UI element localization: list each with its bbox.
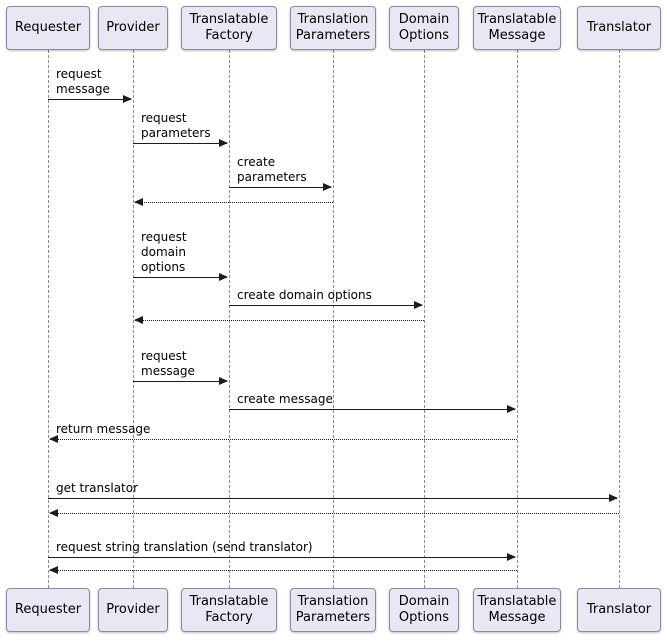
- message-arrowhead-request-domain-options: [219, 273, 228, 281]
- message-arrowhead-return-parameters: [134, 198, 143, 206]
- message-arrowhead-create-parameters: [323, 183, 332, 191]
- participant-label: Translation Parameters: [295, 12, 371, 43]
- message-line-create-parameters: [229, 187, 331, 188]
- message-line-return-string-translation: [50, 570, 517, 571]
- participant-label: Provider: [106, 20, 160, 35]
- participant-top-translatable-message: Translatable Message: [473, 6, 561, 50]
- message-label-line: request string translation (send transla…: [56, 540, 313, 554]
- message-label-return-message: return message: [56, 422, 150, 437]
- message-line-return-translator: [50, 513, 619, 514]
- participant-top-provider: Provider: [98, 6, 168, 50]
- message-line-create-domain-options: [229, 305, 422, 306]
- message-line-request-string-translation: [48, 557, 515, 558]
- message-arrowhead-return-translator: [49, 509, 58, 517]
- participant-label: Translatable Message: [477, 594, 557, 625]
- message-label-line: create: [237, 155, 276, 169]
- lifeline-domain-options: [424, 50, 425, 588]
- participant-bottom-requester: Requester: [6, 588, 90, 632]
- participant-bottom-domain-options: Domain Options: [389, 588, 459, 632]
- participant-label: Requester: [14, 602, 82, 617]
- message-arrowhead-get-translator: [609, 494, 618, 502]
- message-line-request-parameters: [133, 143, 227, 144]
- message-arrowhead-request-parameters: [219, 139, 228, 147]
- participant-label: Domain Options: [398, 594, 450, 625]
- lifeline-translator: [619, 50, 620, 588]
- lifeline-provider: [133, 50, 134, 588]
- participant-top-translatable-factory: Translatable Factory: [181, 6, 277, 50]
- participant-top-domain-options: Domain Options: [389, 6, 459, 50]
- message-arrowhead-return-string-translation: [49, 566, 58, 574]
- message-label-line: request: [141, 111, 187, 125]
- participant-label: Translator: [586, 20, 652, 35]
- lifeline-translation-parameters: [333, 50, 334, 588]
- message-arrowhead-create-domain-options: [414, 301, 423, 309]
- message-line-return-parameters: [135, 202, 333, 203]
- message-label-line: request: [141, 230, 187, 244]
- message-arrowhead-return-message: [49, 435, 58, 443]
- message-line-request-domain-options: [133, 277, 227, 278]
- message-line-get-translator: [48, 498, 617, 499]
- message-label-line: create domain options: [237, 288, 372, 302]
- message-label-line: return message: [56, 422, 151, 436]
- participant-label: Provider: [106, 602, 160, 617]
- message-arrowhead-create-message: [507, 405, 516, 413]
- participant-top-requester: Requester: [6, 6, 90, 50]
- participant-bottom-translatable-message: Translatable Message: [473, 588, 561, 632]
- message-label-line: get translator: [56, 481, 139, 495]
- message-line-create-message: [229, 409, 515, 410]
- message-label-line: message: [56, 82, 110, 96]
- participant-top-translator: Translator: [577, 6, 661, 50]
- message-label-get-translator: get translator: [56, 481, 138, 496]
- message-arrowhead-request-message-to-factory: [219, 377, 228, 385]
- message-label-line: parameters: [237, 170, 307, 184]
- message-arrowhead-request-message-to-provider: [123, 95, 132, 103]
- message-label-line: domain: [141, 245, 186, 259]
- message-line-return-domain-options: [135, 320, 424, 321]
- message-label-line: create message: [237, 392, 333, 406]
- participant-label: Translation Parameters: [295, 594, 371, 625]
- lifeline-translatable-factory: [229, 50, 230, 588]
- participant-label: Translatable Factory: [189, 12, 269, 43]
- message-label-line: options: [141, 260, 186, 274]
- lifeline-requester: [48, 50, 49, 588]
- message-label-line: request: [56, 67, 102, 81]
- message-line-request-message-to-provider: [48, 99, 131, 100]
- participant-bottom-provider: Provider: [98, 588, 168, 632]
- message-label-create-message: create message: [237, 392, 333, 407]
- participant-bottom-translator: Translator: [577, 588, 661, 632]
- participant-label: Translatable Message: [477, 12, 557, 43]
- message-line-request-message-to-factory: [133, 381, 227, 382]
- lifeline-translatable-message: [517, 50, 518, 588]
- participant-label: Translator: [586, 602, 652, 617]
- message-label-create-domain-options: create domain options: [237, 288, 372, 303]
- participant-bottom-translatable-factory: Translatable Factory: [181, 588, 277, 632]
- message-arrowhead-request-string-translation: [507, 553, 516, 561]
- message-label-line: message: [141, 364, 195, 378]
- participant-label: Domain Options: [398, 12, 450, 43]
- participant-top-translation-parameters: Translation Parameters: [290, 6, 376, 50]
- participant-label: Requester: [14, 20, 82, 35]
- message-label-line: request: [141, 349, 187, 363]
- participant-bottom-translation-parameters: Translation Parameters: [290, 588, 376, 632]
- message-line-return-message: [50, 439, 517, 440]
- message-label-line: parameters: [141, 126, 211, 140]
- message-label-request-string-translation: request string translation (send transla…: [56, 540, 313, 555]
- participant-label: Translatable Factory: [189, 594, 269, 625]
- message-arrowhead-return-domain-options: [134, 316, 143, 324]
